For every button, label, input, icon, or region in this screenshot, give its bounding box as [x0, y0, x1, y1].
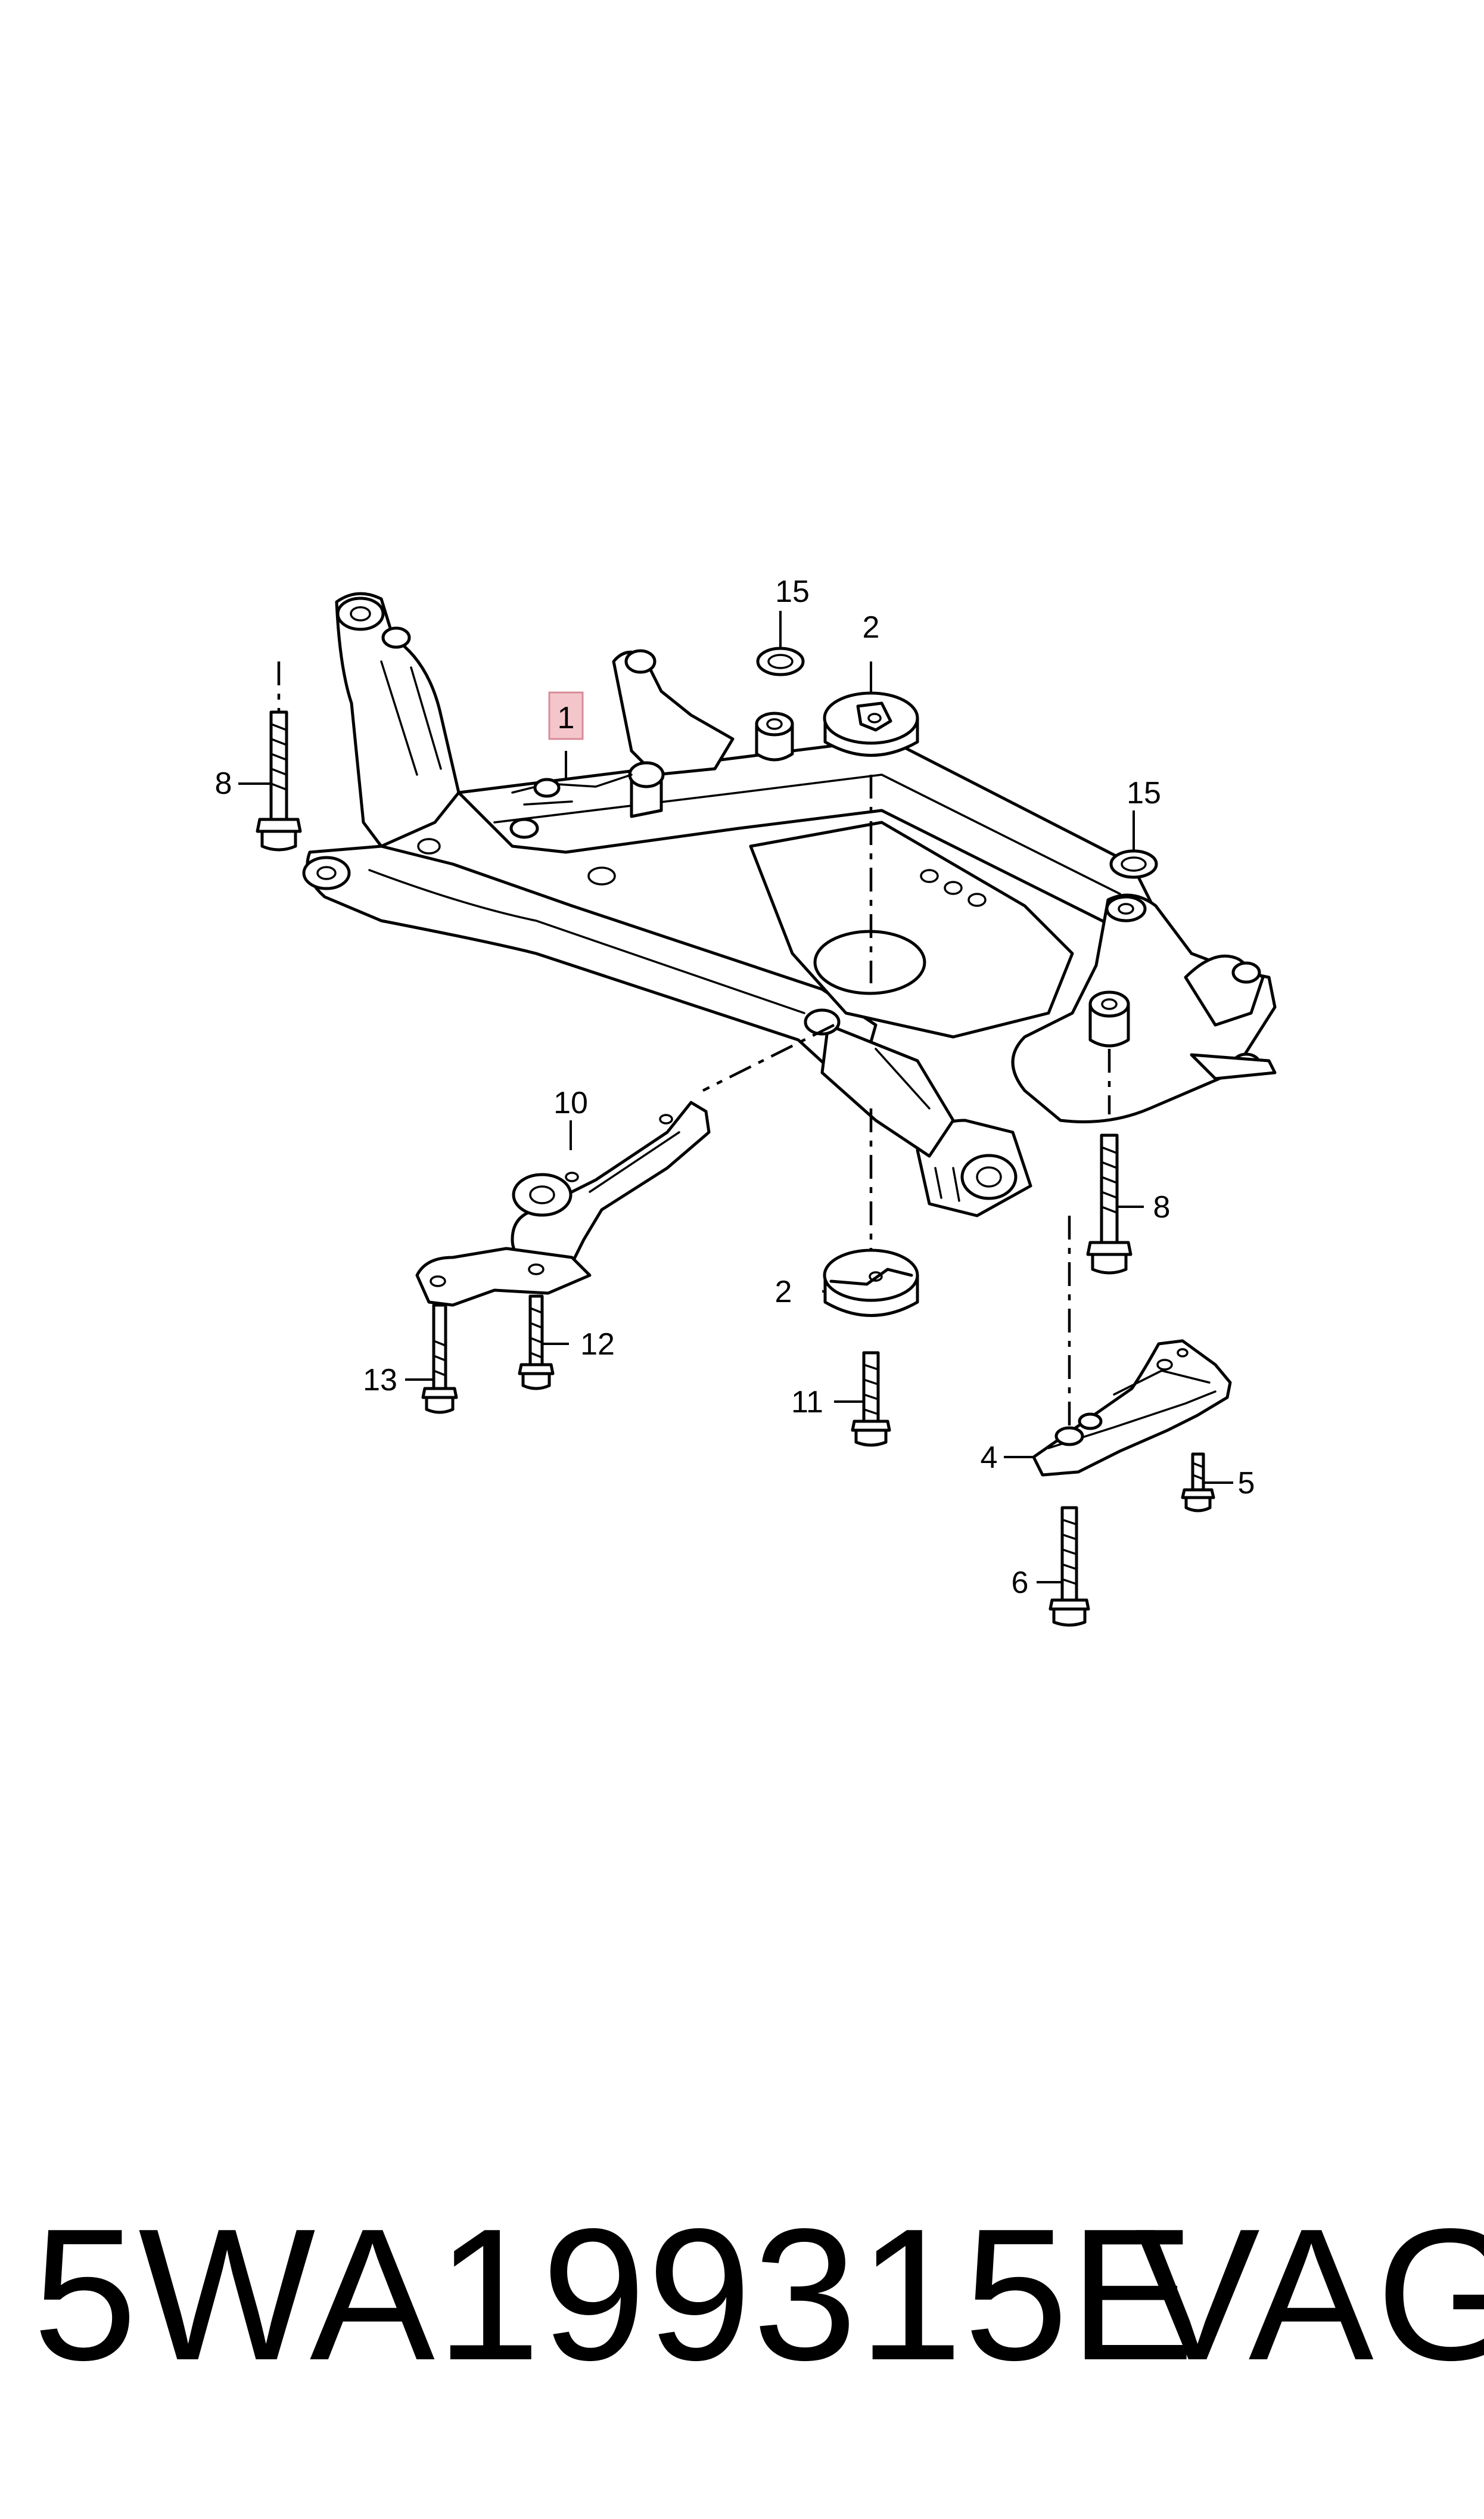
- callout-10: 10: [553, 1086, 588, 1120]
- callout-15-upper: 15: [775, 574, 810, 609]
- callout-8-right: 8: [1153, 1190, 1171, 1225]
- bolt-5: [1181, 1452, 1215, 1512]
- part-number: 5WA199315E: [33, 2189, 1196, 2399]
- caption: 5WA199315E VAG: [0, 2169, 1484, 2419]
- callout-labels: 1 15 2 15 8 8 10 12 13 2 11 4 5 6: [215, 574, 1255, 1600]
- subframe-exploded-diagram: 1 15 2 15 8 8 10 12 13 2 11 4 5 6: [215, 574, 1277, 1627]
- callout-11: 11: [791, 1385, 823, 1420]
- callout-4: 4: [981, 1440, 998, 1475]
- callout-2-upper: 2: [863, 610, 880, 645]
- bolt-13: [421, 1303, 458, 1414]
- bolt-6: [1049, 1506, 1090, 1627]
- callout-15-right: 15: [1127, 776, 1161, 810]
- mount-bushing-upper: [823, 691, 919, 757]
- torque-rod: [415, 1101, 711, 1307]
- washer-upper-left: [756, 647, 805, 676]
- highlight-box: [548, 691, 584, 740]
- bolt-12: [518, 1294, 555, 1390]
- callout-12: 12: [580, 1327, 615, 1362]
- subframe-crossmember: [302, 592, 1277, 1217]
- callout-5: 5: [1238, 1466, 1255, 1501]
- callout-2-lower: 2: [775, 1275, 792, 1309]
- mount-bracket: [1032, 1339, 1232, 1477]
- bolt-8-right: [1086, 1133, 1133, 1275]
- washer-right: [1109, 849, 1158, 879]
- brand-name: VAG: [1135, 2189, 1484, 2399]
- leader-lines: [238, 611, 1233, 1583]
- callout-6: 6: [1012, 1566, 1029, 1600]
- bolt-8-left: [256, 710, 302, 852]
- bolt-11: [851, 1351, 891, 1447]
- callout-1: 1: [558, 701, 575, 735]
- callout-13: 13: [363, 1363, 397, 1397]
- callout-8-left: 8: [215, 766, 232, 801]
- mount-bushing-lower: [823, 1248, 919, 1317]
